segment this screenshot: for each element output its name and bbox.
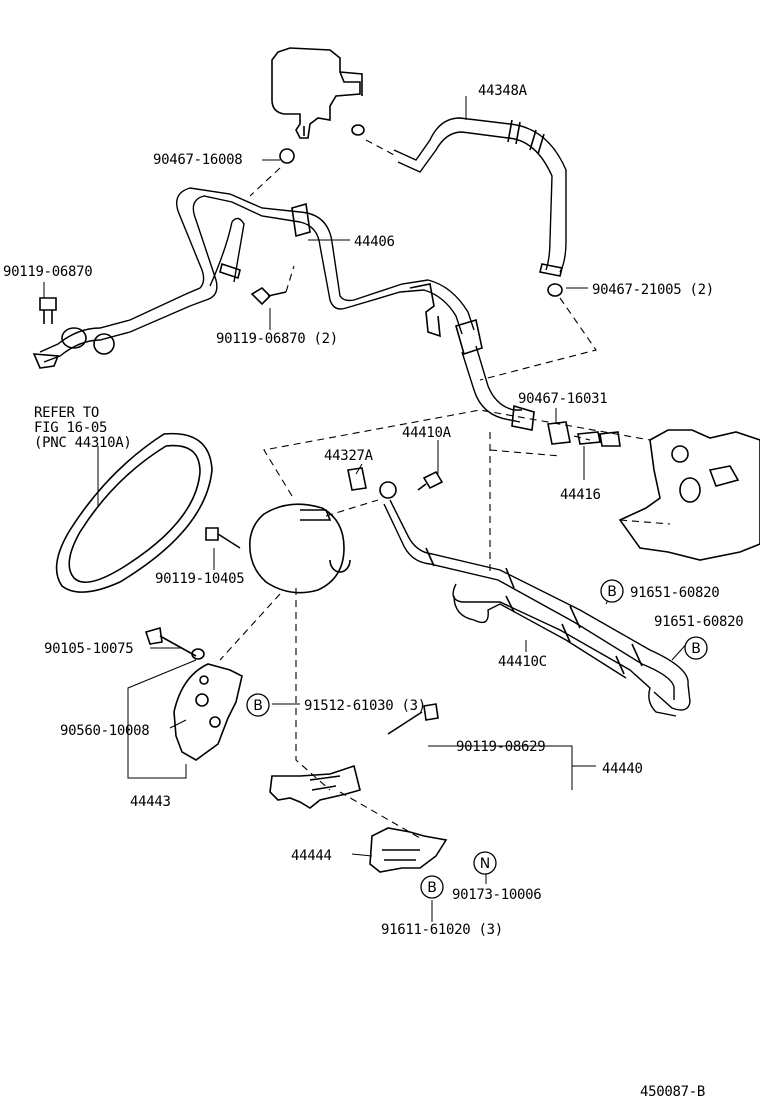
marker-b-91512: B	[246, 693, 270, 717]
svg-text:B: B	[427, 880, 437, 896]
label-44444: 44444	[291, 848, 332, 864]
label-44410A: 44410A	[402, 425, 452, 441]
label-90173-10006: 90173-10006	[452, 887, 541, 903]
label-refer-fig: FIG 16-05	[34, 420, 107, 436]
svg-text:B: B	[691, 641, 701, 657]
label-90467-16031: 90467-16031	[518, 391, 607, 407]
svg-text:B: B	[253, 698, 263, 714]
label-44406: 44406	[354, 234, 395, 250]
label-90467-21005: 90467-21005 (2)	[592, 282, 714, 298]
label-44443: 44443	[130, 794, 171, 810]
label-90467-16008: 90467-16008	[153, 152, 242, 168]
marker-b-91651-a: B	[600, 579, 624, 603]
power-steering-pump	[249, 503, 351, 594]
label-44327A: 44327A	[324, 448, 374, 464]
diagram-id: 450087-B	[640, 1084, 705, 1100]
bracket-44443	[173, 663, 243, 761]
label-44410C: 44410C	[498, 654, 547, 670]
label-91651-60820-b: 91651-60820	[654, 614, 743, 630]
label-90119-06870: 90119-06870	[3, 264, 92, 280]
bolt-90119-06870	[39, 297, 57, 324]
label-90560-10008: 90560-10008	[60, 723, 149, 739]
label-refer-pnc: (PNC 44310A)	[34, 435, 132, 451]
bracket-44440	[269, 764, 361, 809]
label-91512-61030: 91512-61030 (3)	[304, 698, 426, 714]
label-refer-to: REFER TO	[34, 405, 99, 421]
label-90105-10075: 90105-10075	[44, 641, 133, 657]
v-belt	[55, 432, 213, 593]
label-90119-06870-2: 90119-06870 (2)	[216, 331, 338, 347]
label-44440: 44440	[602, 761, 643, 777]
label-91651-60820-a: 91651-60820	[630, 585, 719, 601]
marker-b-91611: B	[420, 875, 444, 899]
label-44348A: 44348A	[478, 83, 528, 99]
clamp-90467-16031	[547, 421, 571, 445]
bolt-90119-08629	[387, 703, 439, 735]
label-90119-08629: 90119-08629	[456, 739, 545, 755]
label-91611-61020: 91611-61020 (3)	[381, 922, 503, 938]
bolt-90119-10405	[205, 527, 241, 549]
bolt-44410A	[417, 470, 444, 491]
pipe-assy-44406	[32, 187, 535, 431]
marker-b-91651-b: B	[684, 636, 708, 660]
reservoir-cap-ring	[351, 124, 365, 136]
clamp-90467-21005	[547, 283, 563, 297]
leader-44443	[127, 659, 197, 779]
reservoir-tank	[271, 47, 363, 139]
label-90119-10405: 90119-10405	[155, 571, 244, 587]
clamp-90467-16008	[279, 148, 295, 164]
hose-44410	[379, 481, 691, 717]
bolt-90105-10075	[144, 626, 197, 657]
hose-44348A	[393, 117, 567, 277]
union-44416	[577, 431, 621, 447]
marker-n-90173: N	[473, 851, 497, 875]
bolt-90119-06870-2	[250, 286, 287, 306]
svg-text:B: B	[607, 584, 617, 600]
svg-text:N: N	[480, 856, 490, 872]
bracket-44444	[369, 827, 448, 873]
clamp-44327A	[347, 467, 367, 491]
steering-gear-housing	[618, 429, 760, 561]
label-44416: 44416	[560, 487, 601, 503]
